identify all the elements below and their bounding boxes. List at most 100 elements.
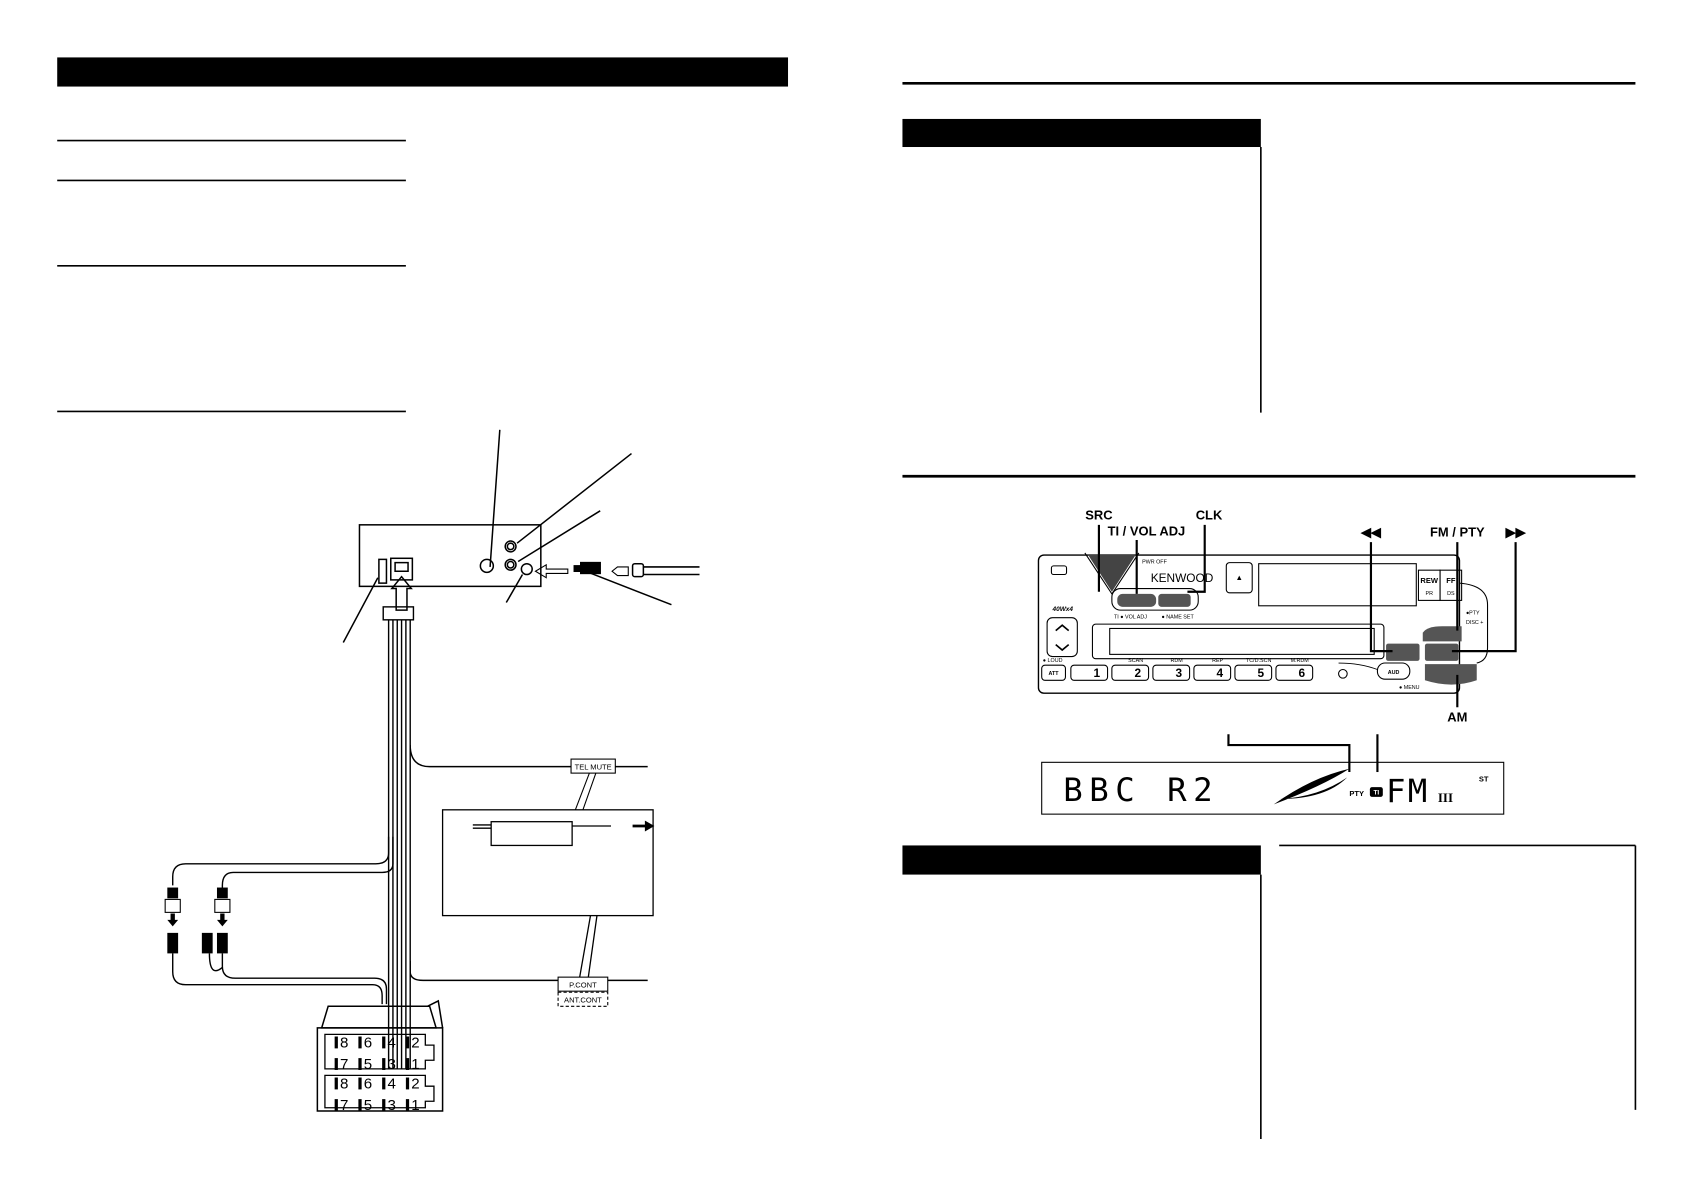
pty-indicator: PTY — [1349, 789, 1364, 798]
power-rating: 40Wx4 — [1052, 606, 1074, 613]
pin-number: 3 — [388, 1097, 396, 1114]
pin-number: 7 — [340, 1097, 348, 1114]
preset-number: 1 — [1093, 666, 1100, 680]
rca-connectors — [164, 887, 231, 954]
pin-marker — [358, 1099, 362, 1111]
preset-number: 2 — [1134, 666, 1141, 680]
pin-marker — [334, 1077, 338, 1090]
preset-caption: RDM — [1171, 658, 1184, 664]
pin-marker — [405, 1099, 410, 1111]
aud-button[interactable] — [1376, 662, 1411, 680]
preset-caption: REP — [1212, 658, 1223, 664]
callout-lines — [1097, 524, 1517, 773]
preset-number: 4 — [1217, 666, 1224, 680]
p-cont-label: P.CONT — [569, 980, 597, 989]
arrow-left-icon — [534, 563, 569, 579]
am-label: AM — [1447, 709, 1467, 724]
am-button[interactable] — [1424, 664, 1477, 685]
preset-caption: TC/D.SCN — [1246, 658, 1272, 664]
section-rules — [57, 139, 406, 413]
att-label: ATT — [1049, 671, 1060, 677]
rew-label: REW — [1420, 576, 1438, 585]
preset-button-5[interactable] — [1234, 664, 1273, 681]
ti-vol-adj-label: TI / VOL ADJ — [1108, 524, 1186, 539]
aud-label: AUD — [1388, 670, 1400, 676]
prev-button[interactable] — [1386, 643, 1420, 661]
fm-pty-label: FM / PTY — [1430, 525, 1485, 540]
pin-marker — [405, 1058, 410, 1070]
preset-button-3[interactable] — [1152, 664, 1191, 681]
eject-icon[interactable]: ▲ — [1236, 573, 1243, 582]
pin-marker — [358, 1058, 362, 1070]
pwr-off-caption: PWR OFF — [1142, 560, 1167, 566]
ti-vol-adj-button[interactable] — [1117, 593, 1157, 607]
brand-logo: KENWOOD — [1151, 571, 1214, 585]
wiring-harness — [172, 606, 648, 1069]
pin-marker — [382, 1099, 386, 1111]
pin-marker — [334, 1058, 338, 1070]
lcd-display: BBC R2 PTY TI FM III ST — [1041, 761, 1505, 815]
pin-marker — [334, 1036, 338, 1049]
arrow-up-icon — [390, 575, 413, 611]
pin-number: 4 — [388, 1034, 396, 1051]
pty-caption: ●PTY — [1466, 610, 1480, 616]
pin-marker — [405, 1036, 410, 1049]
stereo-indicator: ST — [1479, 775, 1489, 784]
tel-mute-tag: TEL MUTE — [570, 758, 616, 811]
pin-number: 7 — [340, 1056, 348, 1073]
pin-number: 5 — [364, 1056, 372, 1073]
ant-cont-label: ANT.CONT — [564, 996, 602, 1005]
pin-number: 8 — [340, 1034, 348, 1051]
inset-detail-box — [441, 809, 655, 978]
ff-button[interactable] — [1439, 569, 1463, 601]
preset-button-4[interactable] — [1193, 664, 1232, 681]
front-panel-diagram: PWR OFF KENWOOD ▲ REW PR FF DS TI ● VOL … — [1037, 552, 1489, 694]
clk-button[interactable] — [1158, 593, 1191, 607]
ti-vol-caption: TI ● VOL ADJ — [1114, 615, 1147, 621]
pin-marker — [405, 1077, 410, 1090]
callout-labels: SRC TI / VOL ADJ CLK ◀◀ FM / PTY ▶▶ AM — [1085, 507, 1526, 724]
preset-number: 3 — [1175, 666, 1182, 680]
preset-button-2[interactable] — [1111, 664, 1150, 681]
pr-label: PR — [1426, 591, 1434, 597]
up-down-button[interactable] — [1046, 617, 1078, 658]
section-header-bar — [57, 57, 789, 87]
pin-number: 6 — [364, 1034, 372, 1051]
up-down-chevrons-icon — [1055, 624, 1070, 652]
band-indicator: FM — [1386, 772, 1429, 810]
unit-rear-diagram — [342, 429, 700, 643]
att-button[interactable] — [1041, 664, 1066, 681]
src-button[interactable] — [1088, 555, 1136, 592]
pin-number: 2 — [411, 1034, 419, 1051]
subsection-header-bar — [902, 118, 1261, 148]
name-set-caption: ● NAME SET — [1162, 615, 1195, 621]
preset-number: 5 — [1258, 666, 1265, 680]
pin-number: 8 — [340, 1075, 348, 1092]
preset-caption: SCAN — [1128, 658, 1143, 664]
pin-marker — [382, 1077, 386, 1090]
page-rules — [902, 81, 1637, 1140]
band-sub-indicator: III — [1438, 790, 1453, 805]
pin-marker — [358, 1077, 362, 1090]
pin-number: 6 — [364, 1075, 372, 1092]
tel-mute-label: TEL MUTE — [575, 762, 612, 771]
pin-number: 3 — [388, 1056, 396, 1073]
fm-pty-button[interactable] — [1422, 626, 1462, 642]
preset-button-1[interactable] — [1070, 664, 1109, 681]
next-label: ▶▶ — [1505, 525, 1527, 540]
pin-number: 1 — [411, 1056, 419, 1073]
preset-button-6[interactable] — [1275, 664, 1314, 681]
pin-number: 4 — [388, 1075, 396, 1092]
preset-number: 6 — [1299, 666, 1306, 680]
pin-number: 2 — [411, 1075, 419, 1092]
src-label: SRC — [1085, 507, 1112, 522]
ti-indicator: TI — [1373, 790, 1379, 797]
dolby-swirl-icon — [1273, 768, 1350, 805]
ff-label: FF — [1446, 576, 1456, 585]
next-button[interactable] — [1424, 643, 1459, 661]
station-name: BBC R2 — [1063, 771, 1219, 809]
loud-caption: ● LOUD — [1043, 658, 1063, 664]
subsection-header-bar — [902, 845, 1261, 875]
ds-label: DS — [1447, 591, 1455, 597]
